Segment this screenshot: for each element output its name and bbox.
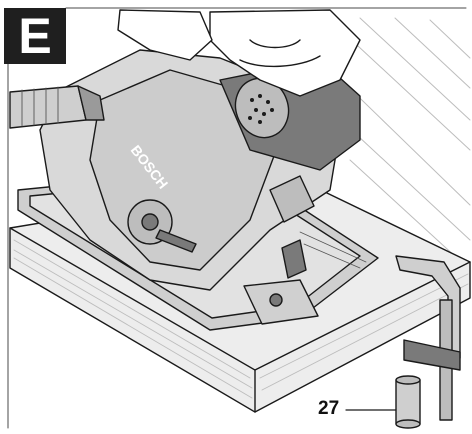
dust-extraction-hose [9, 85, 105, 129]
operator-hand [117, 9, 361, 97]
screw-clamp [395, 255, 461, 429]
motor-housing [219, 59, 361, 171]
callout-27-label: 27 [318, 398, 340, 419]
panel-label: E [4, 8, 66, 64]
frame-lines [7, 7, 467, 429]
front-guide-assembly [243, 175, 319, 325]
